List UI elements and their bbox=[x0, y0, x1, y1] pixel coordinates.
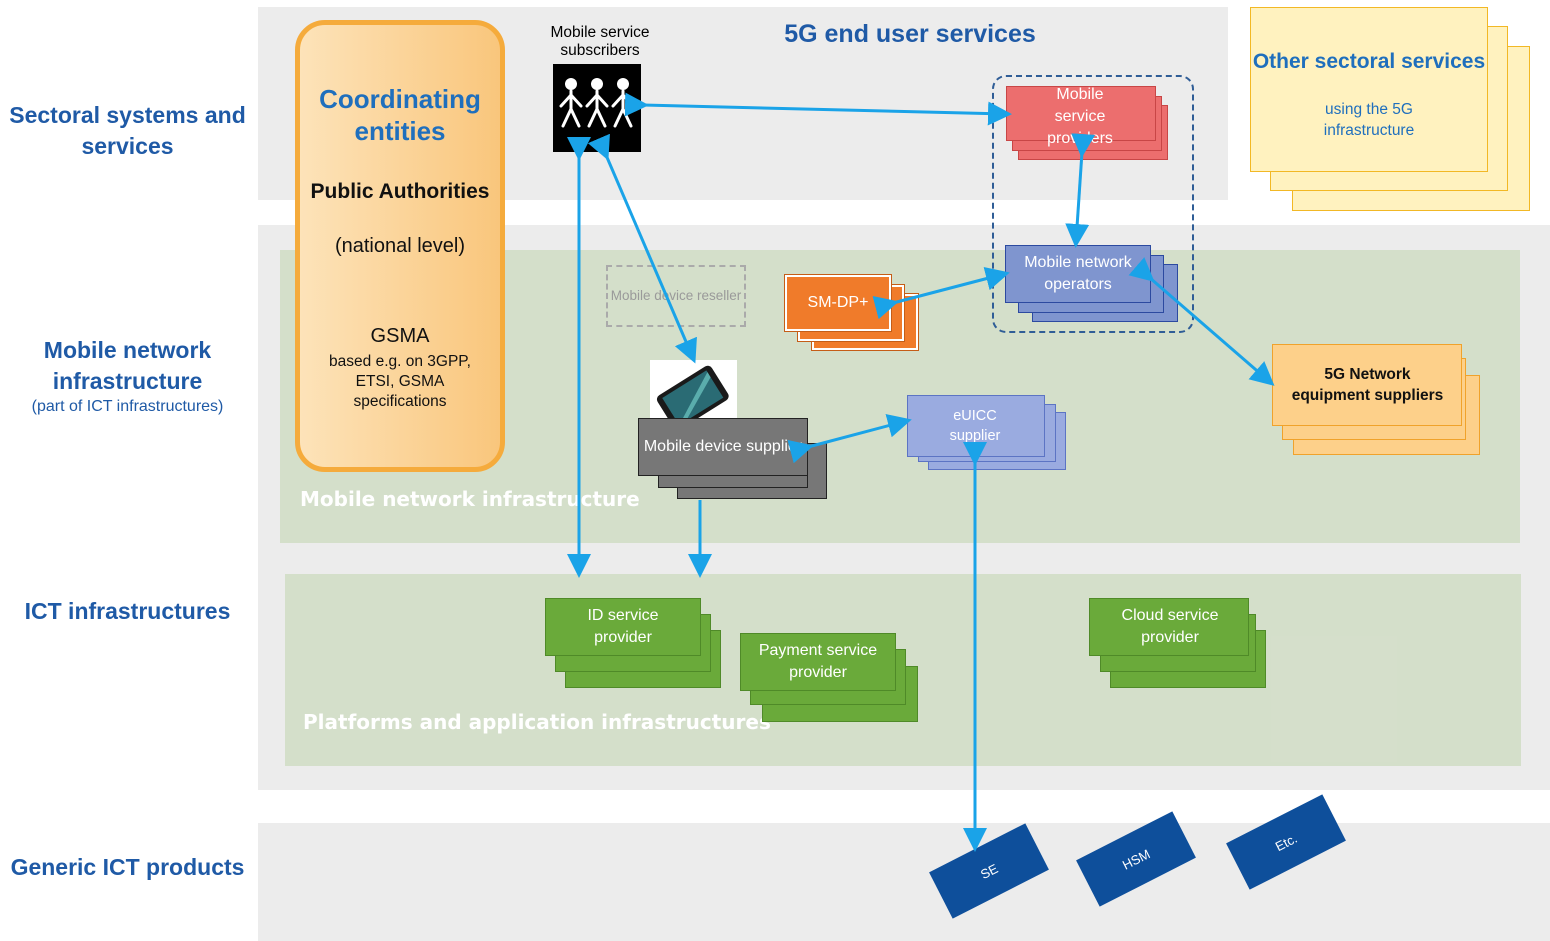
idp-card bbox=[545, 598, 701, 656]
coordinating-title: Coordinating entities bbox=[319, 84, 481, 146]
mds-label: Mobile device supplier bbox=[643, 438, 803, 455]
people-icon bbox=[559, 78, 635, 128]
mds-card bbox=[638, 418, 808, 476]
csp-label: Cloud service provider bbox=[1121, 607, 1219, 646]
smdp-label: SM-DP+ bbox=[807, 294, 869, 311]
band-label-end-user: 5G end user services bbox=[784, 20, 1036, 48]
coordinating-entities-box: Coordinating entities Public Authorities… bbox=[295, 20, 505, 472]
product-se-label: SE bbox=[977, 860, 1001, 882]
subscribers-label: Mobile service subscribers bbox=[550, 24, 650, 59]
reseller-label: Mobile device reseller bbox=[610, 288, 742, 303]
other-sectoral-sub: using the 5G infrastructure bbox=[1323, 101, 1415, 139]
product-etc-label: Etc. bbox=[1272, 830, 1300, 854]
operator-group-outline bbox=[992, 75, 1194, 333]
row-label-mobile-sub: (part of ICT infrastructures) bbox=[31, 398, 224, 415]
csp-card bbox=[1089, 598, 1249, 656]
row-label-ict: ICT infrastructures bbox=[24, 598, 231, 624]
euicc-label: eUICC supplier bbox=[949, 408, 1001, 444]
mno-label: Mobile network operators bbox=[1024, 254, 1132, 293]
smartphone-icon bbox=[656, 365, 729, 418]
row-label-sectoral: Sectoral systems and services bbox=[9, 102, 246, 159]
psp-label: Payment service provider bbox=[758, 642, 878, 681]
product-hsm-label: HSM bbox=[1119, 845, 1153, 873]
other-sectoral-title: Other sectoral services bbox=[1252, 49, 1486, 73]
neq-label: 5G Network equipment suppliers bbox=[1291, 366, 1444, 404]
msp-label: Mobile service providers bbox=[1047, 86, 1113, 147]
phone-image bbox=[650, 360, 737, 418]
gsma-sub: based e.g. on 3GPP, ETSI, GSMA specifica… bbox=[329, 353, 471, 410]
gsma-title: GSMA bbox=[370, 325, 430, 347]
idp-label: ID service provider bbox=[587, 607, 659, 646]
row-label-mobile: Mobile network infrastructure (part of I… bbox=[0, 335, 255, 417]
band-label-platforms: Platforms and application infrastructure… bbox=[303, 710, 771, 734]
psp-card bbox=[740, 633, 896, 691]
row-label-mobile-main: Mobile network infrastructure bbox=[43, 337, 212, 394]
public-authorities-sub: (national level) bbox=[334, 235, 466, 257]
row-label-generic: Generic ICT products bbox=[10, 854, 245, 880]
band-label-mobile-network: Mobile network infrastructure bbox=[300, 487, 640, 511]
neq-card bbox=[1272, 344, 1462, 426]
other-sectoral-card bbox=[1250, 7, 1488, 172]
band-generic bbox=[258, 823, 1550, 941]
subscribers-icon bbox=[553, 64, 641, 152]
public-authorities-title: Public Authorities bbox=[310, 180, 490, 203]
